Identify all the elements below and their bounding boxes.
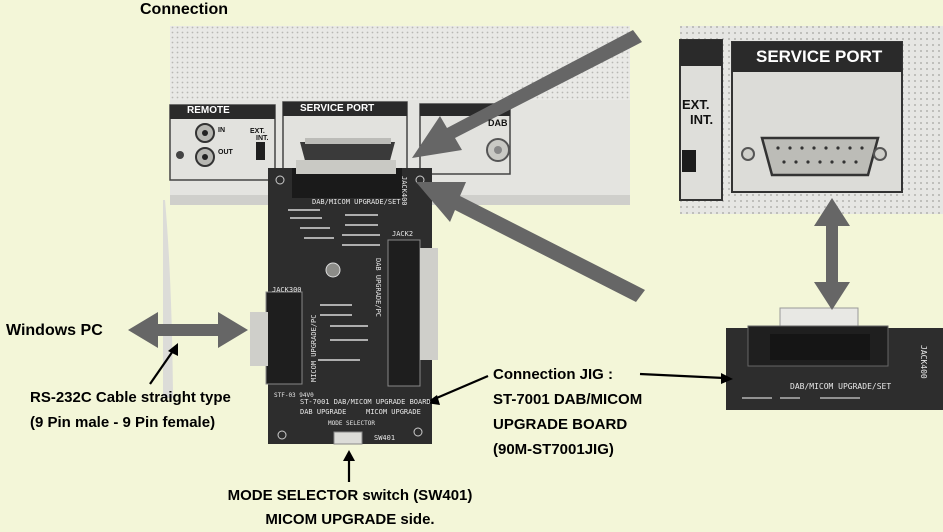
remote-out-label: OUT [218,149,233,156]
jig-label-line2: ST-7001 DAB/MICOM [493,391,643,408]
board-micom-upgrade-label: MICOM UPGRADE [366,408,421,416]
board-sw401-label: SW401 [374,434,396,442]
zoom-int-label: INT. [690,112,714,127]
inset-pointer-line [639,372,725,380]
ext-label: EXT. [250,128,265,135]
service-port-label: SERVICE PORT [300,103,375,114]
inset-top-title: DAB/MICOM UPGRADE/SET [790,382,892,391]
ext-int-switch [256,142,265,160]
jig-label-line1: Connection JIG : [493,366,613,383]
top-callout-arrow [412,30,642,158]
int-label: INT. [256,135,269,142]
mode-label-line2: MICOM UPGRADE side. [265,511,435,528]
mode-label-line1: MODE SELECTOR switch (SW401) [227,487,473,504]
vertical-double-arrow [814,198,850,310]
main-photo [163,26,630,445]
board-dab-upgrade-label: DAB UPGRADE [300,408,347,416]
dab-label: DAB [488,118,508,128]
sw401-switch [333,431,363,445]
zoom-ext-label: EXT. [682,97,710,112]
pc-cable-double-arrow [128,312,248,348]
remote-label: REMOTE [187,105,230,116]
remote-in-label: IN [218,127,225,134]
callout-arrows [128,30,850,348]
cable-label-line2: (9 Pin male - 9 Pin female) [30,414,216,431]
zoom-db15-socket [760,136,880,177]
jig-label-line3: UPGRADE BOARD [493,416,628,433]
zoom-service-port-label: SERVICE PORT [756,47,883,66]
service-port-zoom-photo [679,26,943,214]
inset-jack400-label: JACK400 [919,345,928,379]
cable-pointer-line [149,347,176,385]
board-top-title: DAB/MICOM UPGRADE/SET [312,198,401,206]
jig-label-line4: (90M-ST7001JIG) [493,441,614,458]
windows-pc-label: Windows PC [6,322,103,339]
board-jack200-label: JACK2 [392,230,414,238]
board-dab-upgrade-pc-label: DAB UPGRADE/PC [374,258,382,318]
cable-label-line1: RS-232C Cable straight type [30,389,231,406]
board-jack400-label: JACK400 [400,176,408,206]
pointer-arrows [149,343,733,482]
board-name-label: ST-7001 DAB/MICOM UPGRADE BOARD [300,398,431,406]
board-inset-photo [726,307,943,410]
mode-selector-label: MODE SELECTOR switch (SW401) MICOM UPGRA… [0,484,700,532]
board-mode-selector-label: MODE SELECTOR [328,420,375,427]
page-title: Connection [140,1,228,18]
connection-jig-label: Connection JIG : ST-7001 DAB/MICOM UPGRA… [493,362,642,462]
pcb-capacitor [325,262,341,278]
jig-pointer-line [431,374,489,402]
jack300-connector [265,291,303,385]
jack200-connector [387,239,421,387]
lower-callout-arrow [416,182,645,302]
board-jack300-label: JACK300 [272,286,302,294]
board-micom-upgrade-pc-label: MICOM UPGRADE/PC [310,314,318,382]
board-stf-label: STF-03 94V0 [274,392,314,399]
